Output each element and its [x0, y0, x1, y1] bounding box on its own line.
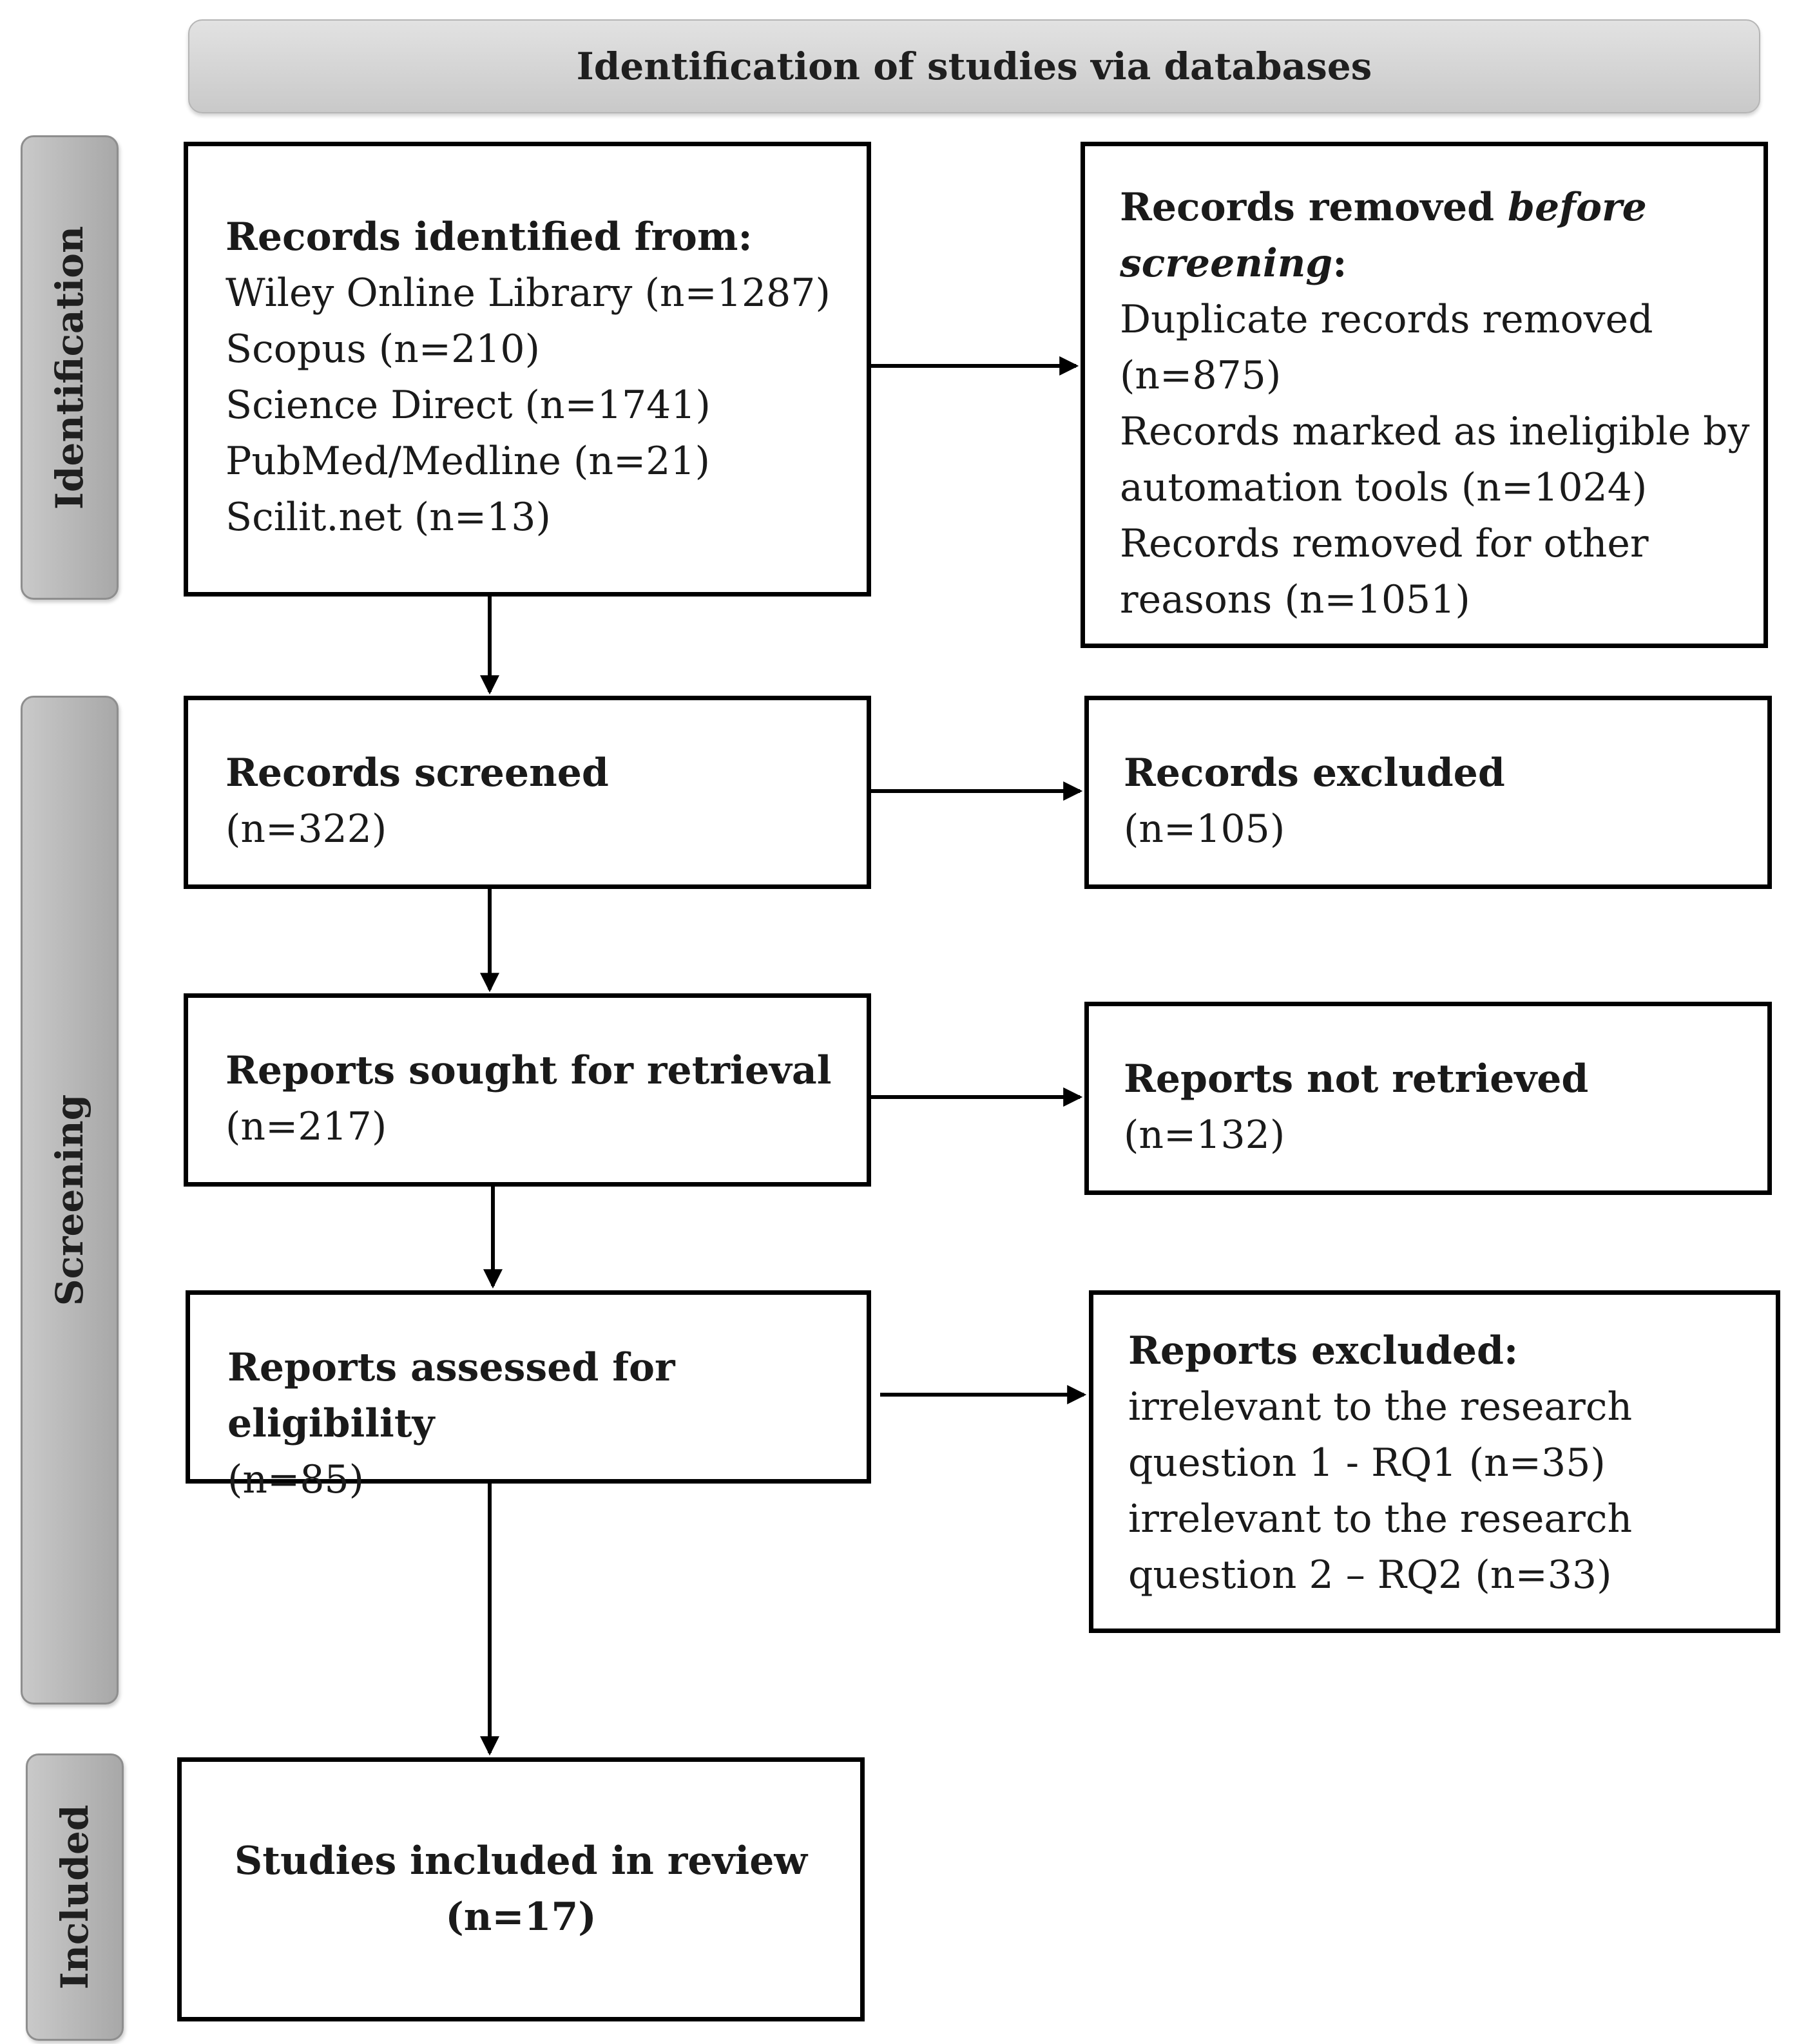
phase-identification: Identification [21, 135, 119, 600]
source-scopus: Scopus (n=210) [226, 327, 540, 372]
studies-included-title: Studies included in review [234, 1839, 808, 1884]
reports-excluded-line-2: question 1 - RQ1 (n=35) [1128, 1440, 1606, 1485]
source-wiley: Wiley Online Library (n=1287) [226, 271, 831, 316]
box-records-removed: Records removed before screening: Duplic… [1081, 142, 1768, 648]
reports-excluded-line-3: irrelevant to the research [1128, 1496, 1633, 1542]
box-records-identified: Records identified from: Wiley Online Li… [184, 142, 871, 597]
reports-excluded-line-1: irrelevant to the research [1128, 1384, 1633, 1429]
box-records-excluded: Records excluded (n=105) [1084, 696, 1772, 889]
records-removed-title-cont: screening: [1120, 241, 1347, 286]
reports-excluded-line-4: question 2 – RQ2 (n=33) [1128, 1552, 1612, 1598]
reports-sought-title: Reports sought for retrieval [226, 1048, 832, 1093]
studies-included-count: (n=17) [445, 1895, 597, 1940]
phase-screening: Screening [21, 696, 119, 1705]
removed-line-3: Records marked as ineligible by [1120, 409, 1750, 454]
removed-line-5: Records removed for other [1120, 521, 1649, 566]
box-reports-assessed: Reports assessed for eligibility (n=85) [186, 1290, 871, 1502]
box-records-screened: Records screened (n=322) [184, 696, 871, 889]
source-science-direct: Science Direct (n=1741) [226, 383, 711, 428]
reports-not-retrieved-count: (n=132) [1124, 1113, 1285, 1158]
box-reports-not-retrieved: Reports not retrieved (n=132) [1084, 1002, 1772, 1195]
reports-assessed-count: (n=85) [227, 1457, 365, 1502]
reports-assessed-title: Reports assessed for eligibility [227, 1345, 675, 1446]
header-title: Identification of studies via databases [576, 44, 1372, 88]
phase-included: Included [26, 1753, 124, 2041]
reports-not-retrieved-title: Reports not retrieved [1124, 1056, 1589, 1102]
records-removed-title: Records removed before [1120, 185, 1647, 230]
records-excluded-count: (n=105) [1124, 807, 1285, 852]
box-reports-excluded: Reports excluded: irrelevant to the rese… [1089, 1290, 1780, 1633]
header-bar: Identification of studies via databases [188, 19, 1760, 113]
records-screened-count: (n=322) [226, 807, 387, 852]
removed-line-2: (n=875) [1120, 353, 1282, 398]
records-screened-title: Records screened [226, 750, 609, 796]
removed-line-4: automation tools (n=1024) [1120, 465, 1648, 510]
source-pubmed: PubMed/Medline (n=21) [226, 439, 711, 484]
removed-line-6: reasons (n=1051) [1120, 577, 1470, 622]
reports-sought-count: (n=217) [226, 1104, 387, 1149]
records-excluded-title: Records excluded [1124, 750, 1505, 796]
records-identified-title: Records identified from: [226, 215, 753, 260]
reports-excluded-title: Reports excluded: [1128, 1328, 1519, 1373]
removed-line-1: Duplicate records removed [1120, 297, 1653, 342]
source-scilit: Scilit.net (n=13) [226, 495, 551, 540]
box-studies-included: Studies included in review (n=17) [177, 1757, 865, 2021]
box-reports-sought: Reports sought for retrieval (n=217) [184, 993, 871, 1187]
